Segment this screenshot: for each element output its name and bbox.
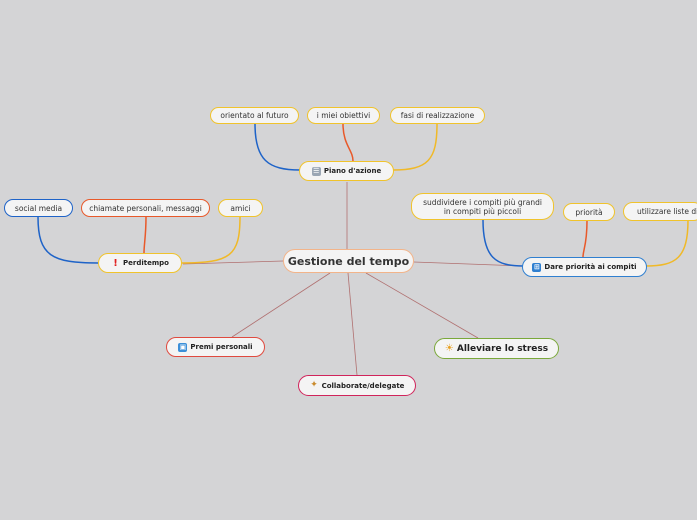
link-perditempo-chiamate — [143, 216, 147, 254]
link-piano-obiettivi — [342, 123, 354, 162]
link-root-perditempo — [182, 260, 284, 265]
leaf-fasi-realizzazione[interactable]: fasi di realizzazione — [390, 107, 485, 124]
leaf-amici[interactable]: amici — [218, 199, 263, 217]
link-root-dare — [413, 261, 523, 267]
branch-alleviare-label: Alleviare lo stress — [456, 343, 549, 354]
leaf-suddividere-compiti[interactable]: suddividere i compiti più grandi in comp… — [411, 193, 554, 220]
link-root-premi — [231, 272, 331, 338]
branch-premi-label: Premi personali — [190, 343, 253, 351]
link-root-alleviare — [365, 272, 479, 339]
link-dare-priorita — [582, 220, 588, 258]
people-icon: ✦ — [310, 380, 318, 390]
leaf-orientato-futuro[interactable]: orientato al futuro — [210, 107, 299, 124]
branch-perditempo-label: Perditempo — [123, 259, 169, 267]
leaf-liste-label: utilizzare liste di c — [637, 207, 697, 216]
branch-dare-label: Dare priorità ai compiti — [544, 263, 637, 271]
leaf-social-label: social media — [14, 203, 63, 213]
branch-dare-priorita[interactable]: ⊞ Dare priorità ai compiti — [522, 257, 647, 277]
leaf-suddividere-line1: suddividere i compiti più grandi — [423, 197, 542, 207]
branch-piano-azione[interactable]: ☰ Piano d'azione — [299, 161, 394, 181]
link-perditempo-amici — [181, 216, 241, 264]
link-perditempo-social — [37, 216, 99, 264]
link-dare-suddividere — [482, 219, 524, 267]
link-dare-liste — [645, 219, 689, 267]
leaf-utilizzare-liste[interactable]: utilizzare liste di c — [623, 202, 697, 221]
leaf-miei-obiettivi[interactable]: i miei obiettivi — [307, 107, 380, 124]
branch-alleviare-stress[interactable]: ☀ Alleviare lo stress — [434, 338, 559, 359]
leaf-social-media[interactable]: social media — [4, 199, 73, 217]
link-piano-futuro — [254, 123, 301, 171]
branch-piano-label: Piano d'azione — [323, 167, 382, 175]
leaf-obiettivi-label: i miei obiettivi — [316, 111, 371, 120]
gift-icon: ▣ — [178, 342, 188, 352]
leaf-suddividere-line2: in compiti più piccoli — [443, 206, 522, 216]
branch-perditempo[interactable]: ! Perditempo — [98, 253, 182, 273]
exclamation-icon: ! — [113, 257, 118, 269]
sun-icon: ☀ — [444, 343, 454, 354]
leaf-fasi-label: fasi di realizzazione — [400, 111, 475, 120]
branch-premi-personali[interactable]: ▣ Premi personali — [166, 337, 265, 357]
leaf-futuro-label: orientato al futuro — [220, 111, 289, 120]
leaf-chiamate-personali[interactable]: chiamate personali, messaggi — [81, 199, 210, 217]
branch-collaborate[interactable]: ✦ Collaborate/delegate — [298, 375, 416, 396]
leaf-priorita-label: priorità — [575, 207, 603, 217]
link-piano-fasi — [392, 123, 438, 171]
leaf-chiamate-label: chiamate personali, messaggi — [89, 203, 202, 213]
clipboard-icon: ☰ — [311, 166, 321, 176]
link-root-collaborate — [347, 272, 358, 376]
leaf-priorita[interactable]: priorità — [563, 203, 615, 221]
root-label: Gestione del tempo — [287, 254, 410, 268]
root-node[interactable]: Gestione del tempo — [283, 249, 414, 273]
leaf-amici-label: amici — [230, 203, 251, 213]
calculator-icon: ⊞ — [532, 262, 542, 272]
branch-collaborate-label: Collaborate/delegate — [321, 381, 405, 390]
